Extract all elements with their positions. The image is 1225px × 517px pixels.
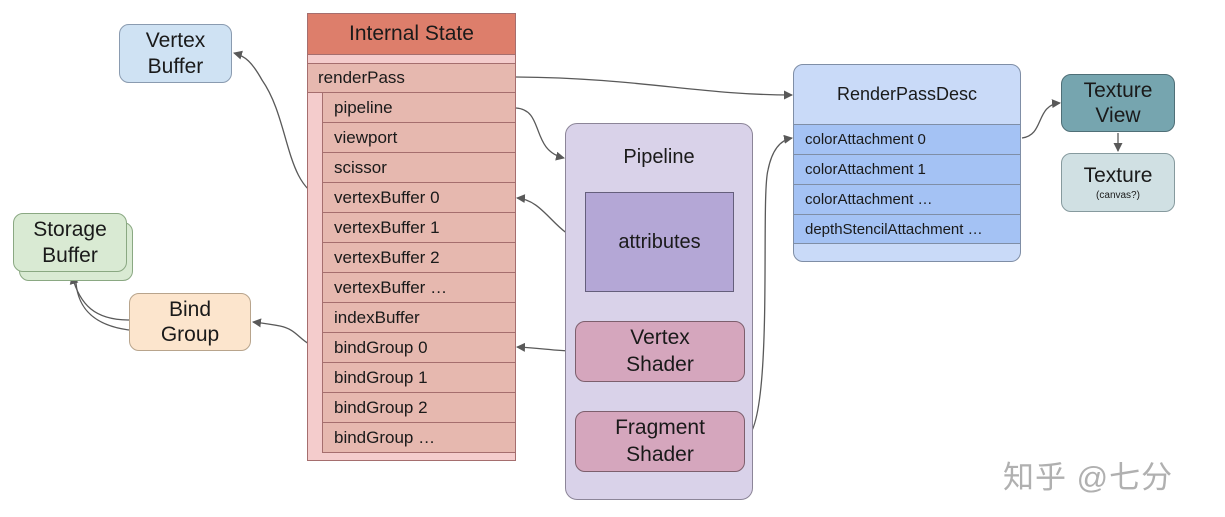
vertex-shader-box: Vertex Shader	[575, 321, 745, 382]
field-bind-group-0: bindGroup 0	[322, 333, 515, 363]
vertex-buffer-label: Vertex Buffer	[145, 29, 206, 78]
bind-group-label: Bind Group	[160, 297, 220, 346]
field-bind-group-2: bindGroup 2	[322, 393, 515, 423]
bind-group-box: Bind Group	[129, 293, 251, 351]
field-bind-group-1: bindGroup 1	[322, 363, 515, 393]
field-index-buffer: indexBuffer	[322, 303, 515, 333]
texture-view-box: Texture View	[1061, 74, 1175, 132]
field-vertex-buffer-2: vertexBuffer 2	[322, 243, 515, 273]
texture-view-label: Texture View	[1083, 78, 1153, 127]
texture-box: Texture (canvas?)	[1061, 153, 1175, 212]
field-color-attachment-more: colorAttachment …	[794, 184, 1020, 214]
field-color-attachment-0: colorAttachment 0	[794, 124, 1020, 154]
vertex-shader-label: Vertex Shader	[626, 326, 694, 376]
field-scissor: scissor	[322, 153, 515, 183]
render-pass-desc-field-list: colorAttachment 0 colorAttachment 1 colo…	[794, 124, 1020, 244]
internal-state-field-list: pipeline viewport scissor vertexBuffer 0…	[322, 93, 515, 453]
arrow-fragment-shader-to-color-attachment	[743, 134, 793, 441]
field-depth-stencil-attachment: depthStencilAttachment …	[794, 214, 1020, 244]
internal-state-title: Internal State	[308, 14, 515, 55]
fragment-shader-box: Fragment Shader	[575, 411, 745, 472]
storage-buffer-label: Storage Buffer	[33, 218, 107, 267]
vertex-buffer-box: Vertex Buffer	[119, 24, 232, 83]
arrow-pipeline-to-pipeline-box	[515, 107, 565, 161]
watermark-text: 知乎 @七分	[1003, 460, 1174, 495]
render-pass-field: renderPass	[308, 63, 515, 93]
attributes-box: attributes	[585, 192, 734, 292]
field-vertex-buffer-1: vertexBuffer 1	[322, 213, 515, 243]
arrow-renderpass-to-renderpassdesc	[515, 76, 793, 100]
field-pipeline: pipeline	[322, 93, 515, 123]
field-vertex-buffer-more: vertexBuffer …	[322, 273, 515, 303]
texture-label: Texture	[1083, 164, 1153, 188]
fragment-shader-label: Fragment Shader	[615, 416, 705, 466]
field-bind-group-more: bindGroup …	[322, 423, 515, 453]
arrow-color-attachment-to-texture-view	[1021, 99, 1061, 139]
field-vertex-buffer-0: vertexBuffer 0	[322, 183, 515, 213]
arrow-vertexbuffer-to-vertex-buffer	[233, 50, 323, 199]
render-pass-desc-title: RenderPassDesc	[836, 84, 978, 104]
field-color-attachment-1: colorAttachment 1	[794, 154, 1020, 184]
render-pass-desc-box: RenderPassDesc colorAttachment 0 colorAt…	[793, 64, 1021, 262]
arrow-bind-group-to-storage-buffer-2	[75, 282, 130, 331]
pipeline-title: Pipeline	[623, 146, 695, 168]
texture-sublabel: (canvas?)	[1096, 189, 1140, 201]
field-viewport: viewport	[322, 123, 515, 153]
pipeline-box: Pipeline attributes Vertex Shader Fragme…	[565, 123, 753, 500]
internal-state-box: Internal State renderPass pipeline viewp…	[307, 13, 516, 461]
storage-buffer-box: Storage Buffer	[13, 213, 127, 272]
arrow-bind-group-to-storage-buffer-1	[69, 275, 130, 321]
